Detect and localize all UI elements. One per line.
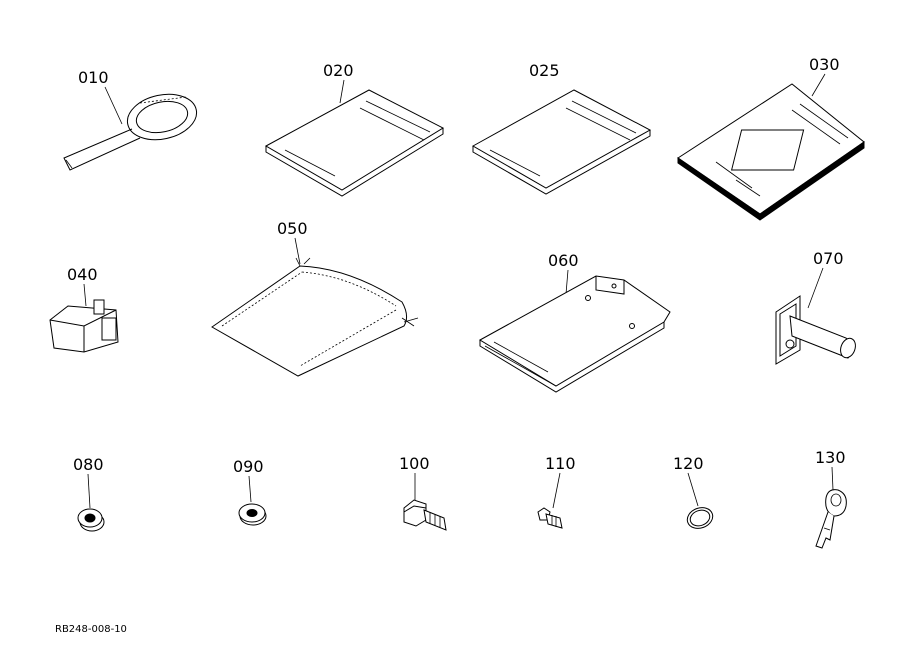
part-label-120: 120 [673, 454, 704, 473]
manual-icon [264, 89, 445, 197]
clip-icon [49, 299, 119, 353]
leader-line [831, 466, 834, 491]
leader-line [811, 73, 826, 97]
pin-icon [775, 295, 856, 365]
part-label-020: 020 [323, 61, 354, 80]
part-080: 080 [73, 455, 105, 532]
part-110: 110 [537, 454, 576, 529]
part-label-025: 025 [529, 61, 560, 80]
part-label-070: 070 [813, 249, 844, 268]
part-label-060: 060 [548, 251, 579, 270]
booklet-icon [677, 83, 865, 221]
bolt-icon [403, 499, 447, 531]
fitting-icon [537, 507, 563, 529]
bag-icon [211, 257, 419, 377]
leader-line [83, 283, 87, 307]
part-050: 050 [211, 219, 419, 377]
plate-icon [479, 275, 671, 393]
wrench-icon [63, 93, 198, 171]
nut-icon [77, 508, 105, 532]
leader-line [565, 269, 569, 295]
leader-line [687, 472, 699, 507]
leader-line [552, 472, 561, 509]
part-label-130: 130 [815, 448, 846, 467]
part-030: 030 [677, 55, 865, 221]
leader-line [294, 237, 301, 265]
leader-line [87, 473, 91, 509]
key-icon [815, 489, 847, 549]
part-070: 070 [775, 249, 856, 365]
leader-line [807, 267, 824, 309]
part-100: 100 [399, 454, 447, 531]
part-025: 025 [471, 61, 652, 195]
washer-icon [238, 503, 267, 526]
part-label-030: 030 [809, 55, 840, 74]
o-ring-icon [686, 507, 714, 529]
part-090: 090 [233, 457, 267, 526]
part-label-110: 110 [545, 454, 576, 473]
leader-line [248, 475, 252, 503]
manual-icon [471, 89, 652, 195]
part-040: 040 [49, 265, 119, 353]
part-label-090: 090 [233, 457, 264, 476]
part-label-050: 050 [277, 219, 308, 238]
drawing-code: RB248-008-10 [55, 624, 127, 635]
part-label-080: 080 [73, 455, 104, 474]
part-020: 020 [264, 61, 445, 197]
leader-line [339, 79, 345, 104]
part-label-100: 100 [399, 454, 430, 473]
part-060: 060 [479, 251, 671, 393]
part-label-010: 010 [78, 68, 109, 87]
part-010: 010 [63, 68, 198, 171]
part-label-040: 040 [67, 265, 98, 284]
leader-line [104, 86, 123, 125]
part-120: 120 [673, 454, 714, 529]
part-130: 130 [815, 448, 847, 549]
